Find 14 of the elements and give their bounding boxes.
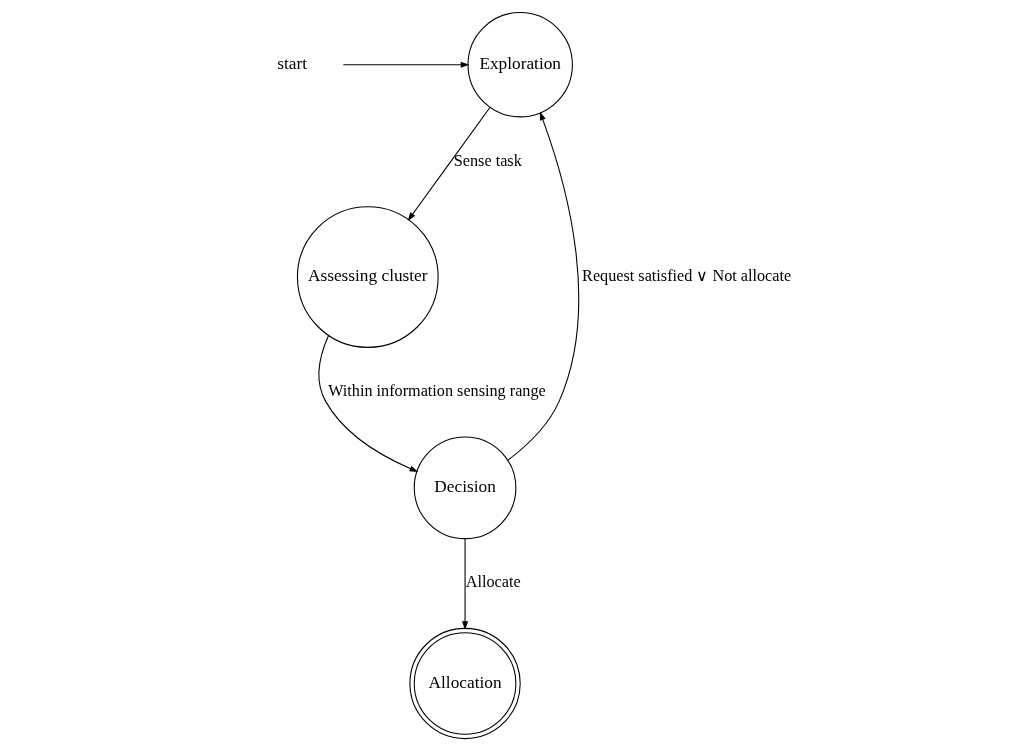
node-circle: Decision	[413, 436, 516, 540]
edge-label: Sense task	[453, 151, 522, 170]
edge-label: Within information sensing range	[327, 381, 546, 400]
arrow	[407, 107, 490, 221]
arrow	[506, 111, 579, 461]
node-circle: Allocation	[408, 627, 521, 740]
arrow	[461, 538, 468, 630]
edge-label: Allocate	[465, 573, 521, 592]
node-circle: Assessing cluster	[296, 206, 439, 348]
arrow	[317, 334, 418, 472]
node-text: start	[276, 53, 307, 73]
edge-label: Request satisfied ∨ Not allocate	[581, 266, 791, 285]
arrow	[342, 61, 469, 68]
node-circle: Exploration	[466, 11, 573, 118]
